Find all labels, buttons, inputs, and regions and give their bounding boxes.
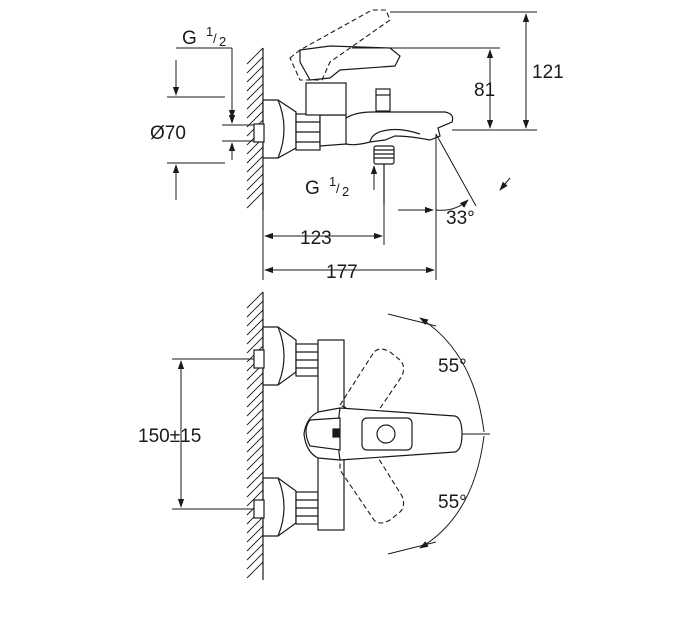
eccentric-connector xyxy=(253,123,265,143)
wall-hatch-line xyxy=(246,101,264,119)
wall-hatch-line xyxy=(246,480,264,498)
wall-hatch-line xyxy=(246,182,264,200)
wall-hatch-line xyxy=(246,525,264,543)
front-view xyxy=(172,291,490,580)
wall-hatch-line xyxy=(246,426,264,444)
wall-hatch-line xyxy=(246,561,264,579)
lever-side-closed xyxy=(299,45,401,81)
wall-hatch-line xyxy=(246,56,264,74)
wall-hatch-line xyxy=(246,417,264,435)
angle-55-top-label: 55° xyxy=(438,356,467,377)
thread-bottom-numerator: 1 xyxy=(329,174,336,189)
wall-hatch-line xyxy=(246,408,264,426)
dim-150-label: 150±15 xyxy=(138,426,201,447)
wall-hatch-line xyxy=(246,534,264,552)
wall-hatch-line xyxy=(246,435,264,453)
dim-121-label: 121 xyxy=(532,62,564,83)
diameter-label: Ø70 xyxy=(150,123,186,144)
wall-hatch-line xyxy=(246,453,264,471)
lever-front-rotated-up xyxy=(339,348,405,421)
wall-hatch-line xyxy=(246,47,264,65)
wall-hatch-line xyxy=(246,65,264,83)
wall-hatch-line xyxy=(246,164,264,182)
lever-side-open xyxy=(289,9,391,81)
dim-177-label: 177 xyxy=(326,262,358,283)
wall-hatch-line xyxy=(246,489,264,507)
wall-hatch-line xyxy=(246,291,264,309)
dim-81-label: 81 xyxy=(474,80,495,101)
thread-bottom-slash: / xyxy=(336,181,340,196)
lever-front xyxy=(303,407,463,461)
wall-hatch-line xyxy=(246,74,264,92)
thread-top-label: G xyxy=(182,28,197,49)
wall-hatch-line xyxy=(246,173,264,191)
wall-section-top xyxy=(246,47,264,210)
escutcheon-lower xyxy=(253,477,319,537)
escutcheon-top xyxy=(262,99,297,159)
wall-hatch-line xyxy=(246,390,264,408)
angle-55-bottom-label: 55° xyxy=(438,492,467,513)
angle-33-label: 33° xyxy=(446,208,475,229)
wall-hatch-line xyxy=(246,155,264,173)
wall-hatch-line xyxy=(246,309,264,327)
wall-hatch-line xyxy=(246,381,264,399)
wall-hatch-line xyxy=(246,444,264,462)
mixer-body-side xyxy=(305,82,454,205)
wall-hatch-line xyxy=(246,83,264,101)
thread-bottom-denominator: 2 xyxy=(342,184,349,199)
wall-hatch-line xyxy=(246,110,264,128)
thread-top-slash: / xyxy=(213,31,217,46)
dimension-labels: G 1 / 2 Ø70 121 81 G 1 / 2 33° 123 177 5… xyxy=(138,24,564,513)
wall-hatch-line xyxy=(246,543,264,561)
thread-top-numerator: 1 xyxy=(206,24,213,39)
union-nut xyxy=(295,113,321,151)
thread-bottom-label: G xyxy=(305,178,320,199)
wall-hatch-line xyxy=(246,327,264,345)
dim-123-label: 123 xyxy=(300,228,332,249)
wall-hatch-line xyxy=(246,471,264,489)
wall-hatch-line xyxy=(246,146,264,164)
wall-hatch-line xyxy=(246,462,264,480)
wall-hatch-line xyxy=(246,552,264,570)
wall-hatch-line xyxy=(246,516,264,534)
lever-front-rotated-down xyxy=(339,447,405,524)
wall-hatch-line xyxy=(246,372,264,390)
wall-hatch-line xyxy=(246,191,264,209)
wall-hatch-line xyxy=(246,318,264,336)
wall-hatch-line xyxy=(246,300,264,318)
wall-hatch-line xyxy=(246,92,264,110)
wall-hatch-line xyxy=(246,336,264,354)
escutcheon-upper xyxy=(253,326,319,386)
side-view xyxy=(167,9,537,280)
thread-top-denominator: 2 xyxy=(219,34,226,49)
wall-hatch-line xyxy=(246,399,264,417)
